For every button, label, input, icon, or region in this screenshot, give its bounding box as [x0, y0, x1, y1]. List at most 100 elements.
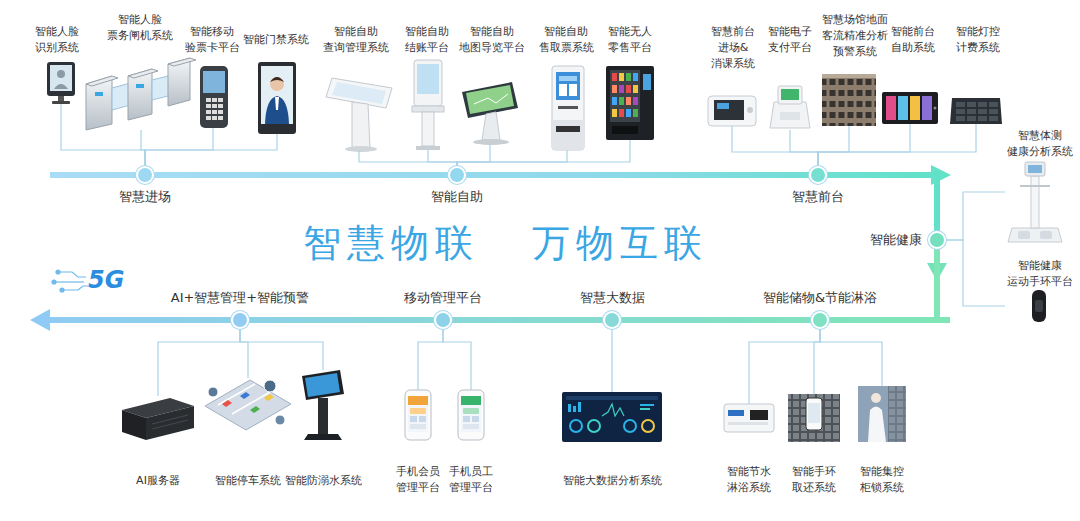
device-label: 智能电子 支付平台	[768, 24, 812, 56]
device-label: 智能自助 地图导览平台	[459, 24, 525, 56]
face-kiosk-picture	[47, 62, 75, 104]
stage-label: 智能自助	[431, 188, 483, 206]
stage-dot: 智慧大数据	[605, 313, 619, 327]
device-item: 智能门禁系统	[241, 30, 311, 134]
device-label: 智慧体测 健康分析系统	[1007, 128, 1073, 160]
stage-dot: 智慧前台	[811, 168, 825, 182]
device-label: 手机会员 管理平台	[396, 464, 440, 496]
device-label: 智能防溺水系统	[285, 473, 362, 489]
label-anchor: 万物互联	[532, 220, 708, 266]
branch-line	[749, 327, 820, 404]
branch-line	[457, 140, 630, 168]
device-item: 手机会员 管理平台	[394, 390, 442, 498]
band-locker-picture	[788, 394, 840, 442]
device-label: 智能人脸 票务闸机系统	[107, 12, 173, 44]
device-label: 智慧前台 进场&消课系统	[711, 24, 755, 72]
device-item: 智能自助 地图导览平台	[457, 22, 527, 144]
device-item: 智能手环 取还系统	[786, 394, 842, 498]
branch-line	[790, 130, 818, 168]
device-label: 智能停车系统	[215, 473, 281, 489]
branch-line	[418, 327, 443, 390]
stage-label: 智能健康	[870, 231, 922, 249]
branch-line	[818, 126, 849, 168]
ai-server-picture	[122, 398, 194, 440]
map-guide-picture	[462, 82, 518, 145]
branch-line	[359, 150, 457, 168]
branch-line	[158, 327, 240, 396]
stage-label: 智慧进场	[119, 188, 171, 206]
turnstile-gate-picture	[86, 58, 196, 130]
stage-dot: 智能健康	[930, 233, 944, 247]
door-terminal-picture	[258, 62, 296, 134]
device-item: 智能健康 运动手环平台	[1005, 256, 1075, 322]
device-label: 智能无人 零售平台	[608, 24, 652, 56]
device-item: 智能集控 柜锁系统	[856, 386, 908, 498]
branch-line	[61, 104, 145, 168]
device-item: 智能自助 查询管理系统	[321, 22, 394, 150]
stage-dot: 智慧进场	[138, 168, 152, 182]
branch-line	[240, 327, 323, 370]
stage-label: AI+智慧管理+智能预警	[171, 289, 310, 307]
handheld-scanner-picture	[200, 66, 228, 128]
branch-line	[240, 327, 248, 378]
device-label: 智能集控 柜锁系统	[860, 464, 904, 496]
device-item: AI服务器	[120, 396, 196, 491]
big-data-dashboard-picture	[562, 392, 662, 442]
self-service-screens-picture	[882, 92, 938, 124]
circuit-decoration	[52, 270, 88, 292]
slogan-text: 智慧物联	[303, 220, 479, 266]
branch-line	[818, 124, 910, 168]
ticket-machine-picture	[552, 66, 584, 150]
payment-terminal-picture	[770, 86, 810, 128]
device-label: 智慧场馆地面 客流精准分析 预警系统	[822, 12, 888, 60]
device-item: 智慧前台 进场&消课系统	[706, 22, 758, 126]
device-label: 智能大数据分析系统	[563, 473, 662, 489]
flow-axis-line	[450, 317, 605, 323]
device-item: 智能前台 自助系统	[880, 22, 940, 124]
branch-line	[145, 134, 277, 168]
parking-map-picture	[205, 380, 291, 430]
device-label: 智能移动 验票卡平台	[185, 24, 240, 56]
branch-line	[818, 124, 976, 168]
device-item: 智慧体测 健康分析系统	[1005, 126, 1075, 244]
light-control-picture	[950, 98, 1002, 124]
device-item: 智能停车系统	[203, 378, 293, 491]
device-item: 智能灯控 计费系统	[948, 22, 1004, 124]
gym-floor-picture	[822, 74, 876, 126]
network-badge: 5G	[88, 266, 124, 294]
device-item: 智能人脸 票务闸机系统	[80, 10, 202, 130]
branch-line	[944, 240, 1005, 306]
checkout-kiosk-picture	[412, 60, 444, 150]
device-label: 智能健康 运动手环平台	[1007, 258, 1073, 290]
branch-line	[428, 150, 457, 168]
device-label: 智能自助 查询管理系统	[323, 24, 389, 56]
flow-axis-line	[247, 317, 436, 323]
device-label: 手机员工 管理平台	[449, 464, 493, 496]
checkin-terminal-picture	[708, 96, 756, 126]
device-item: 智能大数据分析系统	[560, 392, 664, 491]
query-kiosk-picture	[326, 78, 392, 152]
stage-label: 移动管理平台	[404, 289, 482, 307]
cabinet-lock-photo-picture	[858, 386, 906, 442]
device-item: 智能无人 零售平台	[604, 22, 656, 140]
device-label: 智能灯控 计费系统	[956, 24, 1000, 56]
device-item: 智能人脸 识别系统	[33, 22, 81, 104]
device-label: 智能自助 售取票系统	[539, 24, 594, 56]
slogan-text: 万物互联	[532, 220, 708, 266]
label-anchor: 智慧物联	[303, 220, 479, 266]
device-label: 智能前台 自助系统	[891, 24, 935, 56]
device-label: 智能手环 取还系统	[792, 464, 836, 496]
device-item: 智能防溺水系统	[283, 370, 364, 491]
device-item: 智慧场馆地面 客流精准分析 预警系统	[820, 10, 890, 126]
branch-line	[457, 150, 567, 168]
stage-dot: 移动管理平台	[436, 313, 450, 327]
vending-machine-picture	[606, 66, 654, 140]
flow-axis-line	[619, 317, 813, 323]
device-item: 智能电子 支付平台	[766, 22, 814, 130]
stage-label: 智慧大数据	[580, 289, 645, 307]
device-label: 智能节水 淋浴系统	[727, 464, 771, 496]
branch-line	[611, 327, 612, 392]
branch-line	[732, 126, 818, 168]
device-label: 智能人脸 识别系统	[35, 24, 79, 56]
device-label: AI服务器	[136, 473, 180, 489]
